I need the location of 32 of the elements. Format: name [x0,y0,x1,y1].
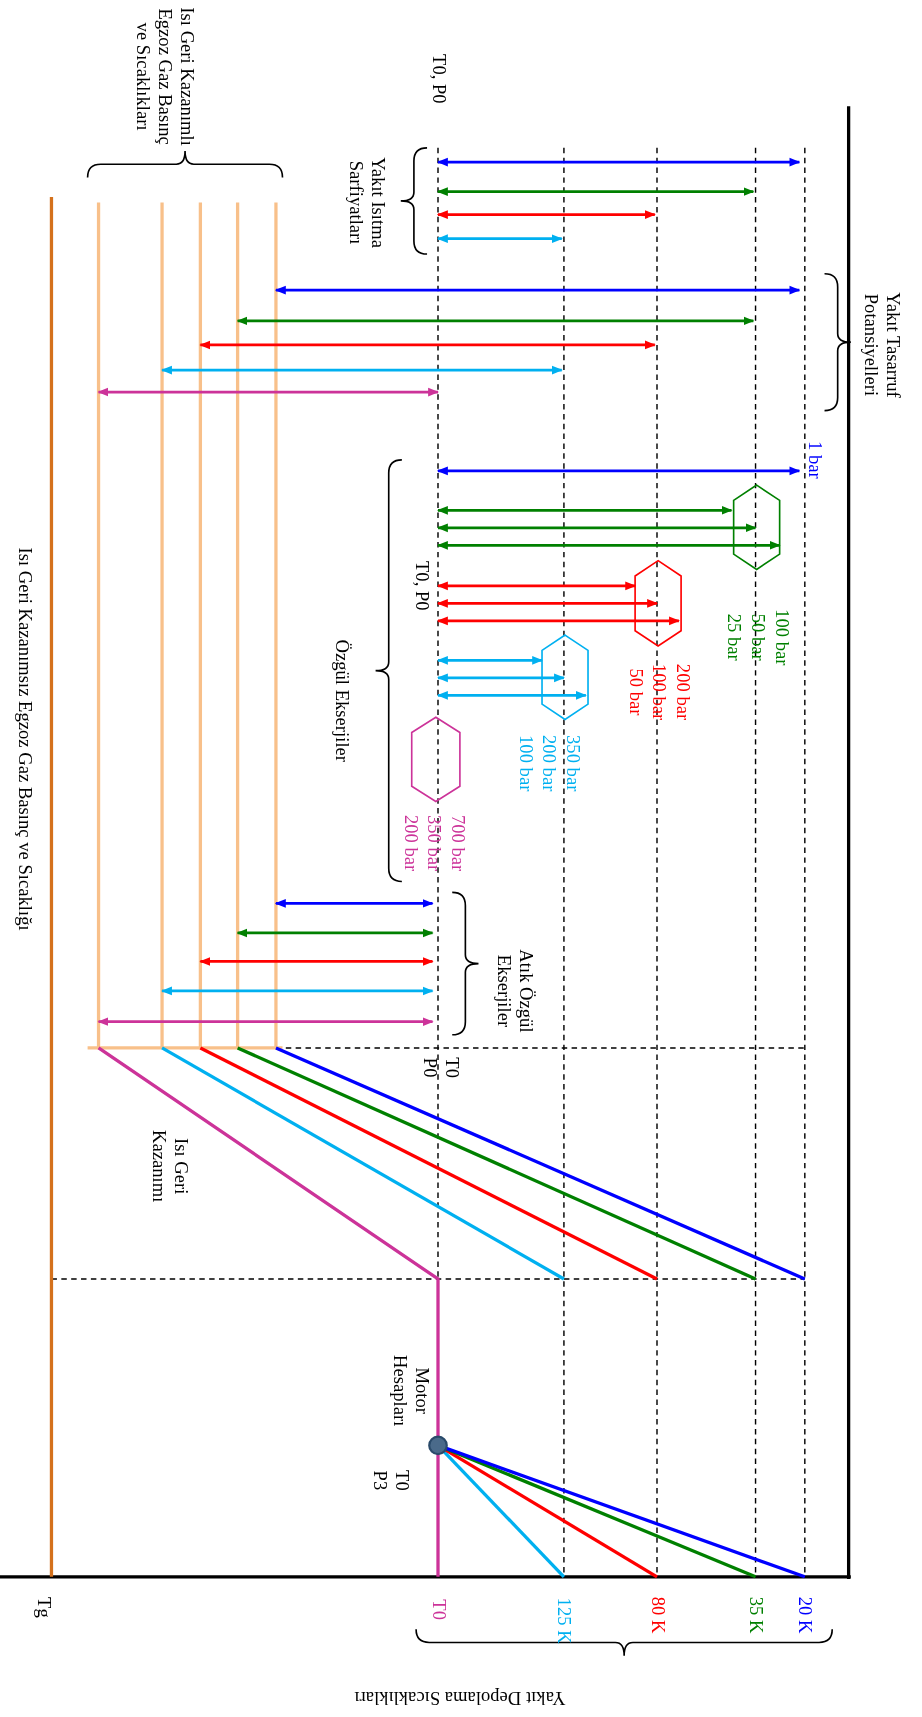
pressure-label: 100 bar [771,609,793,666]
axis-tick-label: 35 K [744,1596,767,1634]
axis-tick-label: T0 [427,1599,449,1620]
pressure-label: 50 bar [746,613,769,661]
annotation-text: T0 P0 [418,1056,463,1080]
annotation-text: Yakıt Isıtma Sarfiyatları [345,156,389,250]
pressure-label: 200 bar [399,814,422,872]
pressure-label: 350 bar [561,735,584,792]
pressure-label: 200 bar [671,663,694,721]
annotation-text: Isı Geri Kazanımı [147,1129,192,1205]
pressure-label: 1 bar [803,441,826,479]
annotation-text: T0 P3 [369,1469,413,1493]
pressure-label: 200 bar [537,735,560,792]
annotation-text: T0, P0 [427,54,449,104]
annotation-text: T0, P0 [410,561,433,611]
axis-caption: Isı Geri Kazanımsız Egzoz Gaz Basınç ve Sıcaklığı [13,546,36,933]
pressure-label: 700 bar [446,814,469,872]
pressure-label: 100 bar [647,663,670,721]
axis-tick-label: 125 K [553,1597,575,1644]
annotation-text: Motor Hesapları [388,1354,433,1429]
axis-tick-label: 20 K [793,1596,816,1634]
pressure-label: 100 bar [514,735,537,792]
pressure-label: 50 bar [624,668,647,716]
axis-tick-label: 80 K [646,1596,668,1634]
annotation-text: Yakıt Tasarruf Potansiyelleri [859,291,904,400]
pressure-label: 350 bar [422,814,445,872]
axis-caption: Yakıt Depolama Sıcaklıkları [354,1686,566,1709]
axis-tick-label: Tg [32,1597,55,1618]
annotation-text: Isı Geri Kazanımlı Egzoz Gaz Basınç ve Sıcaklıkları [131,6,198,148]
pressure-label: 25 bar [722,613,745,661]
annotation-text: Özgül Ekserjiler [330,639,353,763]
annotation-text: Atık Özgül Ekserjiler [492,948,537,1035]
